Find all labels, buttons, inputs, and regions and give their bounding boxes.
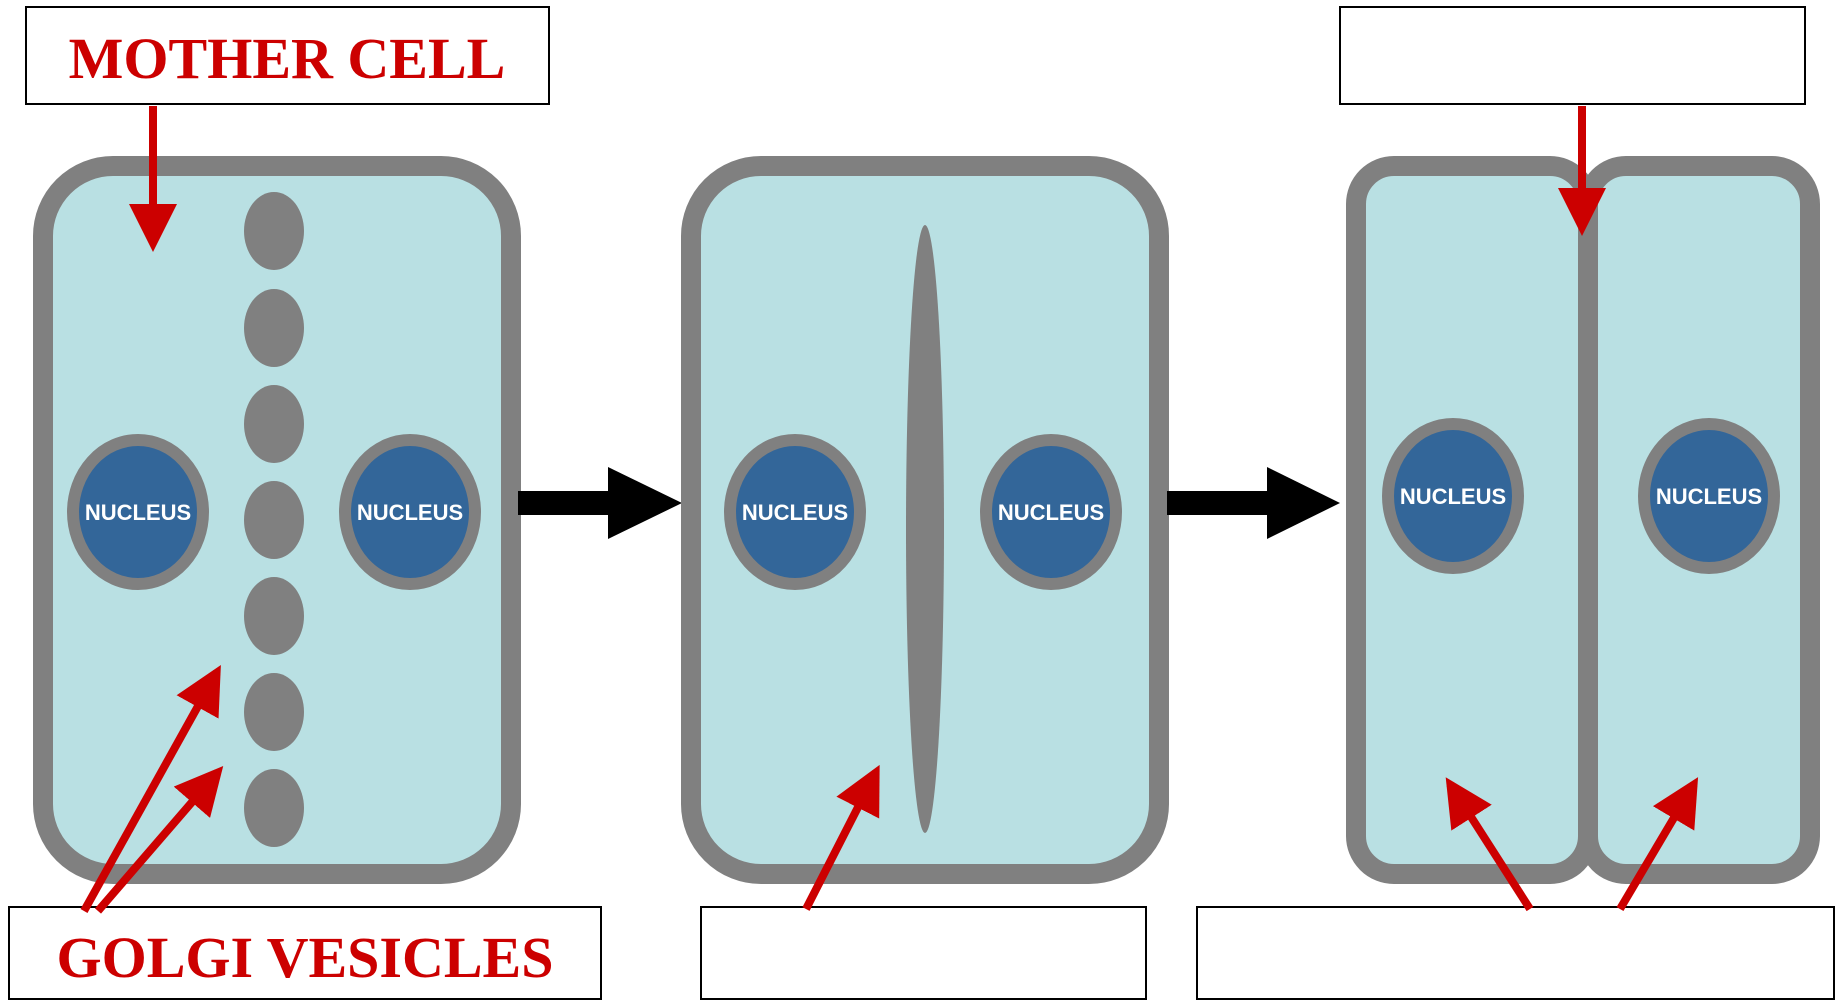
golgi-pointer-arrow-2 <box>94 765 224 914</box>
nucleus-label: NUCLEUS <box>742 500 848 525</box>
golgi-vesicle <box>244 192 304 270</box>
daughter-cell-pointer-arrow-right <box>1616 777 1699 912</box>
golgi-vesicle <box>244 673 304 751</box>
nucleus-label: NUCLEUS <box>1400 484 1506 509</box>
process-arrow-2 <box>1167 467 1340 539</box>
blank-label-box-bottom-middle <box>700 906 1147 1000</box>
golgi-vesicle <box>244 577 304 655</box>
golgi-vesicle <box>244 481 304 559</box>
nucleus-1: NUCLEUS <box>67 434 209 590</box>
blank-label-box-top-right <box>1339 6 1806 105</box>
nucleus-label: NUCLEUS <box>1656 484 1762 509</box>
golgi-vesicle <box>244 769 304 847</box>
nucleus-5: NUCLEUS <box>1382 418 1524 574</box>
nucleus-6: NUCLEUS <box>1638 418 1780 574</box>
golgi-vesicles-label: GOLGI VESICLES <box>57 925 554 990</box>
daughter-cell-pointer-arrow-left <box>1445 777 1534 912</box>
cell-plate-pointer-arrow <box>802 764 880 911</box>
nucleus-label: NUCLEUS <box>998 500 1104 525</box>
cell-plate <box>906 225 944 833</box>
nucleus-label: NUCLEUS <box>357 500 463 525</box>
golgi-vesicles-label-box <box>8 906 602 1000</box>
golgi-vesicles <box>244 192 304 847</box>
nucleus-4: NUCLEUS <box>980 434 1122 590</box>
golgi-vesicle <box>244 385 304 463</box>
process-arrow-1 <box>518 467 682 539</box>
nucleus-3: NUCLEUS <box>724 434 866 590</box>
nucleus-2: NUCLEUS <box>339 434 481 590</box>
mother-cell-label: MOTHER CELL <box>69 26 506 91</box>
nucleus-label: NUCLEUS <box>85 500 191 525</box>
mother-cell-label-box <box>25 6 550 105</box>
golgi-vesicle <box>244 289 304 367</box>
golgi-pointer-arrow-1 <box>80 665 221 913</box>
blank-label-box-bottom-right <box>1196 906 1835 1000</box>
